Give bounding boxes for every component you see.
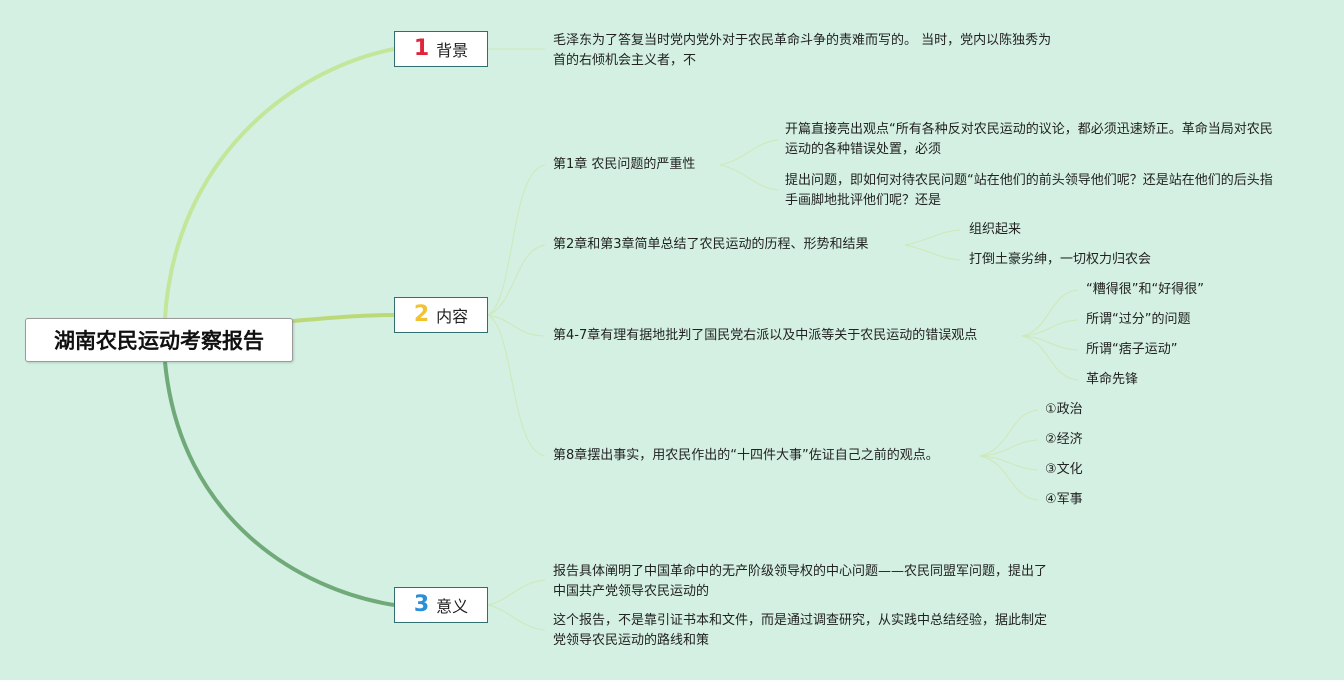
chapter-2-3[interactable]: 第2章和第3章简单总结了农民运动的历程、形势和结果 [553,237,869,252]
branch-3-line [163,361,395,607]
ch1-line [487,164,546,316]
topic-content[interactable]: 2 内容 [394,297,488,333]
chapter-8[interactable]: 第8章摆出事实，用农民作出的“十四件大事”佐证自己之前的观点。 [553,448,939,463]
ch3-child4-line [1021,335,1079,381]
ch4-child4-line [979,455,1039,501]
sig1-line [487,579,546,606]
chapter-1-item-2[interactable]: 提出问题，即如何对待农民问题“站在他们的前头领导他们呢？还是站在他们的后头指手画… [785,173,1273,208]
ch4-line [487,314,546,457]
sig2-line [487,604,546,631]
significance-item-1[interactable]: 报告具体阐明了中国革命中的无产阶级领导权的中心问题——农民同盟军问题，提出了中国… [553,564,1048,599]
ch4-child3-line [979,455,1039,471]
ch2-child2-line [904,244,961,261]
chapter-1[interactable]: 第1章 农民问题的严重性 [553,157,696,172]
chapter-8-item-4[interactable]: ④军事 [1045,492,1083,507]
ch1-child2-line [719,164,779,191]
significance-item-2[interactable]: 这个报告，不是靠引证书本和文件，而是通过调查研究，从实践中总结经验，据此制定党领… [553,613,1048,648]
chapter-4-7-item-4[interactable]: 革命先锋 [1086,372,1139,387]
ch3-child1-line [1021,289,1079,337]
ch4-child2-line [979,439,1039,457]
ch1-child1-line [719,139,779,166]
topic-label-1: 背景 [436,41,469,60]
chapter-2-item-2[interactable]: 打倒土豪劣绅，一切权力归农会 [969,252,1152,267]
chapter-2-item-1[interactable]: 组织起来 [969,222,1022,237]
background-text[interactable]: 毛泽东为了答复当时党内党外对于农民革命斗争的责难而写的。 当时，党内以陈独秀为首… [553,33,1052,68]
topic-label-3: 意义 [436,597,469,616]
ch4-child1-line [979,409,1039,457]
chapter-4-7-item-3[interactable]: 所谓“痞子运动” [1086,342,1178,357]
topic-label-2: 内容 [436,307,469,326]
chapter-4-7-item-1[interactable]: “糟得很”和“好得很” [1086,282,1204,297]
topic-number-1: 1 [413,36,430,61]
chapter-8-item-1[interactable]: ①政治 [1045,402,1083,417]
ch3-line [487,314,546,337]
branch-2-line [292,313,395,323]
ch2-line [487,244,546,316]
topic-significance[interactable]: 3 意义 [394,587,488,623]
ch3-child3-line [1021,335,1079,351]
chapter-4-7[interactable]: 第4-7章有理有据地批判了国民党右派以及中派等关于农民运动的错误观点 [553,328,978,343]
branch-1-line [163,47,395,319]
ch2-child1-line [904,229,961,246]
chapter-8-item-2[interactable]: ②经济 [1045,432,1083,447]
topic-background[interactable]: 1 背景 [394,31,488,67]
chapter-8-item-3[interactable]: ③文化 [1045,462,1083,477]
ch3-child2-line [1021,319,1079,337]
root-topic[interactable]: 湖南农民运动考察报告 [25,318,293,362]
root-title: 湖南农民运动考察报告 [54,329,264,353]
chapter-1-item-1[interactable]: 开篇直接亮出观点“所有各种反对农民运动的议论，都必须迅速矫正。革命当局对农民运动… [785,122,1273,157]
topic-number-2: 2 [413,302,430,327]
topic-number-3: 3 [413,592,430,617]
chapter-4-7-item-2[interactable]: 所谓“过分”的问题 [1086,312,1191,327]
